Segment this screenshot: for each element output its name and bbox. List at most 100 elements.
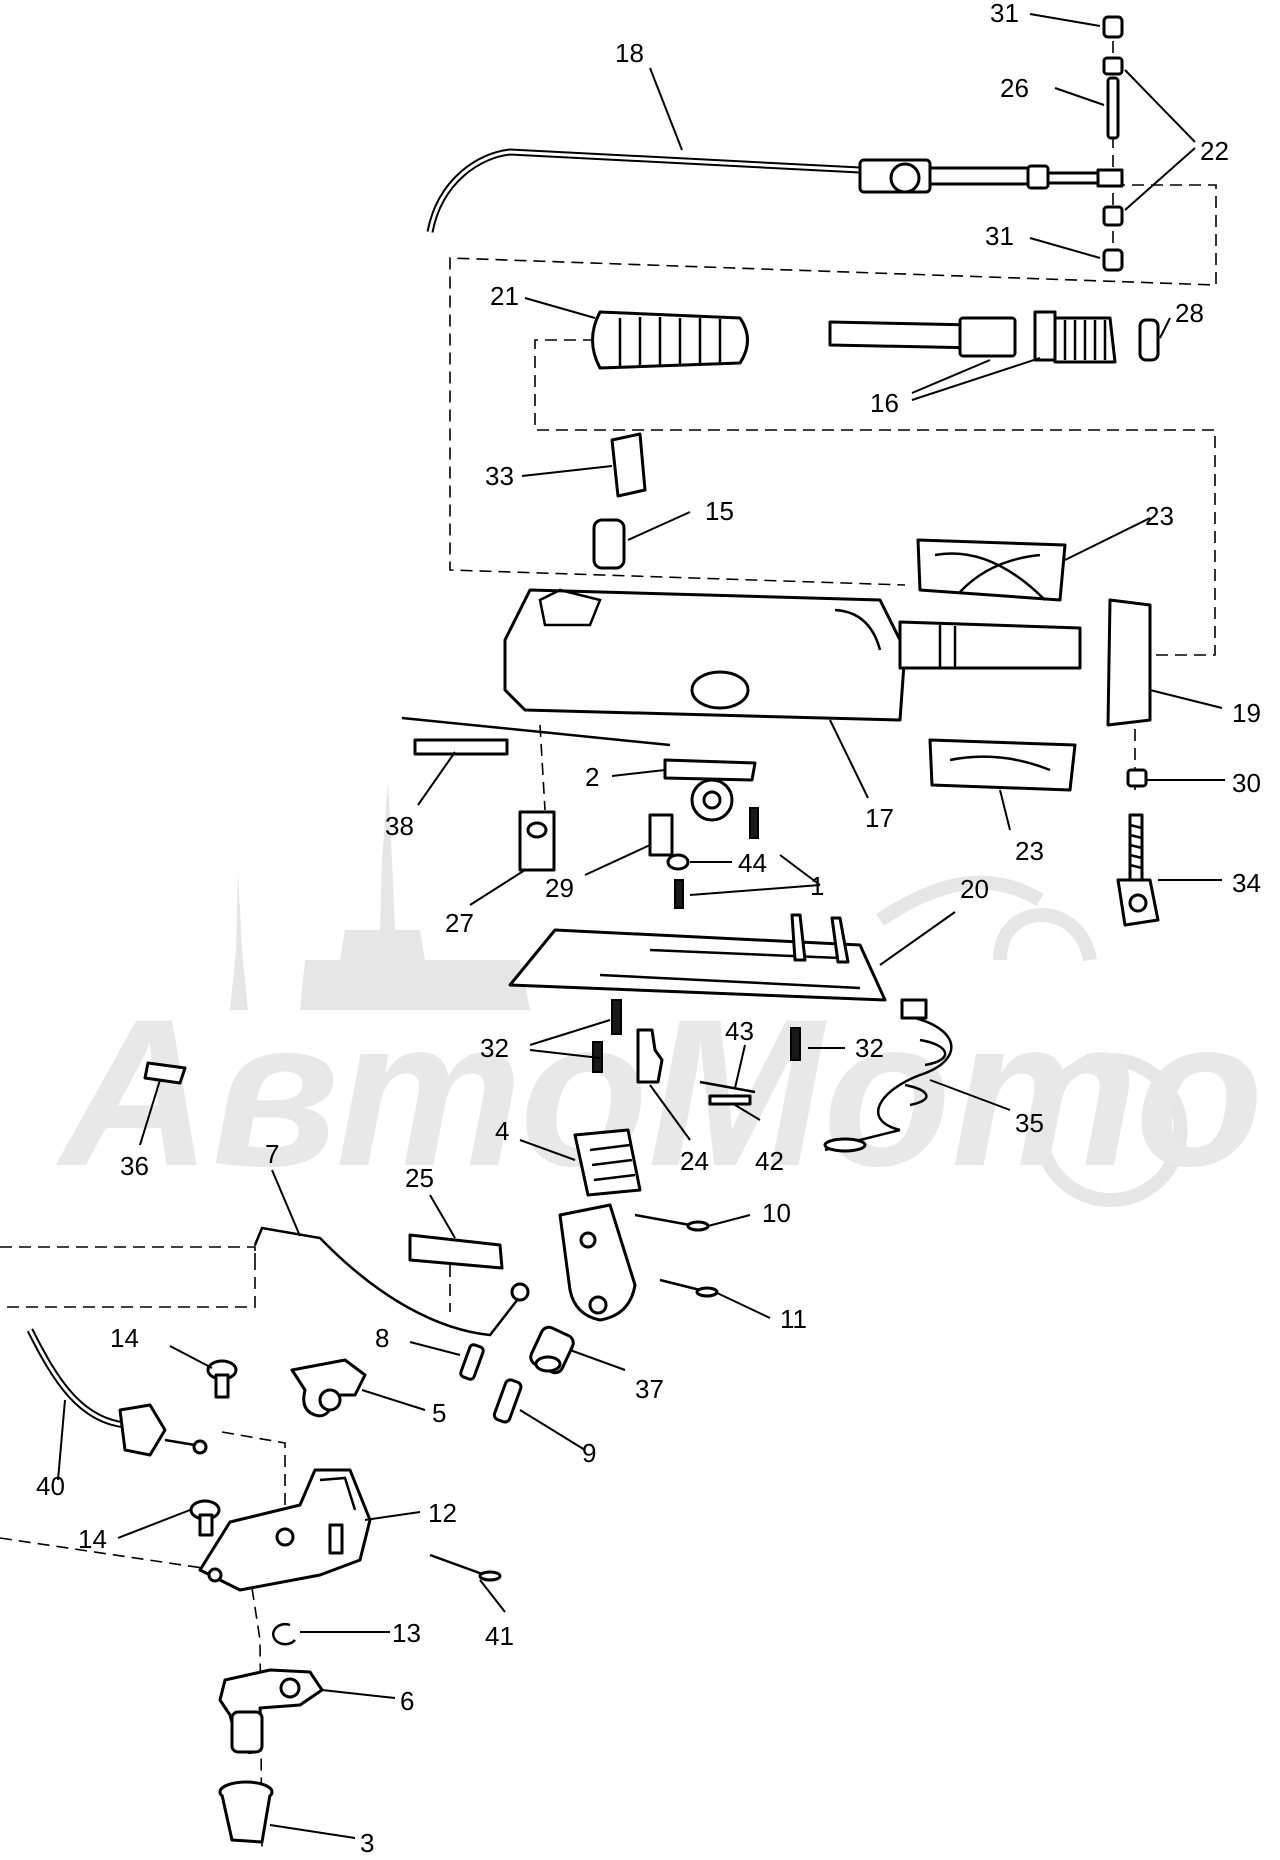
callout-17: 17 [865,803,894,833]
callout-27: 27 [445,908,474,938]
callout-36: 36 [120,1151,149,1181]
part-bolt-33 [610,432,647,498]
part-rod-38 [401,716,671,756]
part-block-27 [518,810,556,872]
dash-line [221,1431,286,1525]
callout-7: 7 [265,1139,279,1169]
part-bushing-15 [592,518,626,570]
part-link-rod-7 [253,1226,530,1337]
callout-21: 21 [490,281,519,311]
part-screws-1 [674,807,759,909]
callout-14: 14 [110,1323,139,1353]
part-switch-2 [663,758,757,822]
part-grip-21 [591,310,749,370]
callout-32: 32 [480,1033,509,1063]
part-bracket-23-upper [916,538,1067,602]
part-knob-19 [1106,598,1152,727]
callout-19: 19 [1232,698,1261,728]
callout-10: 10 [762,1198,791,1228]
part-throttle-cable-18 [426,148,1124,233]
part-nut-22-top [1102,56,1124,76]
callout-41: 41 [485,1621,514,1651]
part-pin-43 [699,1080,756,1094]
callout-13: 13 [392,1618,421,1648]
callout-3: 3 [360,1828,374,1855]
part-clip-36 [143,1061,187,1085]
leader-lines [57,13,1225,1839]
callout-26: 26 [1000,73,1029,103]
part-cap-31-bottom [1102,248,1124,272]
callout-31: 31 [990,0,1019,28]
callout-40: 40 [36,1471,65,1501]
callout-37: 37 [635,1374,664,1404]
callout-28: 28 [1175,298,1204,328]
watermark-text: АвтоМото [55,975,1263,1210]
dash-line [539,724,546,811]
part-washer-44 [666,853,690,871]
callout-32: 32 [855,1033,884,1063]
part-screw-14-upper [206,1359,238,1399]
part-bracket-23-lower [928,738,1077,792]
callout-29: 29 [545,873,574,903]
part-nut-30 [1126,768,1148,788]
callout-31: 31 [985,221,1014,251]
dash-line [449,184,1217,586]
part-throttle-tube-16 [828,310,1117,364]
callout-23: 23 [1015,836,1044,866]
watermark: АвтоМото [55,780,1263,1210]
part-pin-26 [1106,76,1120,140]
callout-30: 30 [1232,768,1261,798]
part-plate-20 [508,913,887,1002]
part-end-cap-28 [1138,318,1160,362]
part-pin-42 [708,1094,752,1106]
callout-20: 20 [960,874,989,904]
callout-11: 11 [780,1304,807,1334]
callout-23: 23 [1145,501,1174,531]
part-bushing-37 [529,1325,575,1375]
part-bracket-24 [636,1028,664,1084]
part-shift-lever-4 [558,1128,642,1322]
part-cam-5 [290,1358,367,1418]
callout-25: 25 [405,1163,434,1193]
callout-24: 24 [680,1146,709,1176]
callout-44: 44 [738,848,767,878]
callout-1: 1 [810,871,824,901]
callout-16: 16 [870,388,899,418]
callout-2: 2 [585,762,599,792]
part-screw-14-lower [189,1499,221,1537]
callout-5: 5 [432,1398,446,1428]
part-tiller-housing-17 [503,588,1082,722]
part-bolt-34 [1116,813,1160,927]
callout-42: 42 [755,1146,784,1176]
part-cotter-pin-11 [659,1278,719,1298]
part-cap-31-top [1102,15,1124,39]
callout-22: 22 [1200,136,1229,166]
dash-line [0,1245,256,1308]
part-lanyard-35 [823,998,953,1153]
callout-14: 14 [78,1524,107,1554]
part-nut-22-bottom [1102,205,1124,227]
callout-12: 12 [428,1498,457,1528]
callout-18: 18 [615,38,644,68]
callout-9: 9 [582,1438,596,1468]
part-cotter-pin-10 [634,1213,710,1232]
callout-4: 4 [495,1116,509,1146]
part-bushing-3 [218,1780,274,1844]
part-bracket-12 [198,1468,372,1592]
callout-15: 15 [705,496,734,526]
callout-35: 35 [1015,1108,1044,1138]
callout-43: 43 [725,1016,754,1046]
dash-line [534,339,1216,656]
part-pin-9 [492,1378,523,1424]
callout-6: 6 [400,1686,414,1716]
callout-38: 38 [385,811,414,841]
part-cotter-pin-41 [429,1553,502,1582]
callout-34: 34 [1232,868,1261,898]
part-shift-arm-6 [218,1668,324,1754]
part-bracket-29 [648,813,674,857]
assembly-dashed-lines [0,22,1217,1851]
callout-labels: 31 18 26 22 31 21 28 16 33 15 23 19 2 17… [36,0,1261,1858]
part-clip-ring-13 [272,1622,296,1646]
